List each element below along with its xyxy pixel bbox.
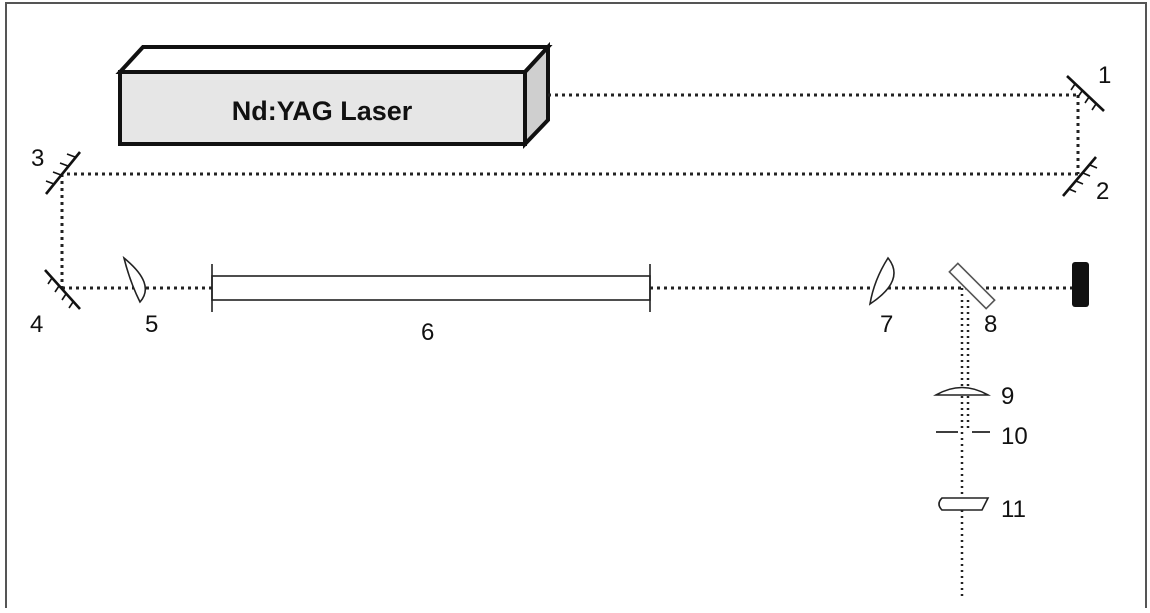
mirror-3-hatch	[66, 153, 76, 158]
mirror-2-hatch	[1075, 180, 1084, 185]
label-8: 8	[984, 311, 997, 338]
lens-9	[933, 386, 991, 396]
component-labels: 1 2 3 4 5 6 7 8 9 10 11	[30, 62, 1111, 523]
mirror-2-surface	[1062, 156, 1097, 197]
label-4: 4	[30, 311, 43, 338]
mirror-4	[44, 269, 81, 310]
label-2: 2	[1096, 178, 1109, 205]
laser-label: Nd:YAG Laser	[232, 96, 413, 126]
mirror-3-hatch	[59, 162, 69, 167]
mirror-1-hatch	[1084, 96, 1090, 104]
mirror-2-hatch	[1089, 164, 1098, 169]
fiber-coupler-11	[938, 497, 990, 511]
laser-top-face	[115, 45, 553, 74]
mirror-4-hatch	[54, 285, 60, 293]
label-7: 7	[880, 311, 893, 338]
beam-splitter-8	[948, 262, 996, 310]
mirror-4-hatch	[61, 293, 67, 301]
lens-5	[122, 255, 147, 304]
mirror-1-hatch	[1077, 90, 1083, 98]
mirror-4-surface	[44, 269, 81, 310]
nd-yag-laser: Nd:YAG Laser	[115, 41, 553, 149]
mirror-2-hatch	[1068, 188, 1077, 193]
label-10: 10	[1001, 423, 1028, 450]
mirror-3	[44, 151, 82, 195]
mirror-3-hatch	[45, 180, 55, 185]
mirror-1-hatch	[1091, 103, 1097, 111]
mirror-3-hatch	[52, 171, 62, 176]
label-6: 6	[421, 319, 434, 346]
label-1: 1	[1098, 62, 1111, 89]
label-3: 3	[31, 145, 44, 172]
mirror-1	[1066, 75, 1105, 112]
mirror-2	[1062, 156, 1098, 197]
mirror-2-hatch	[1082, 172, 1091, 177]
mirror-4-hatch	[47, 277, 53, 285]
sample-cell-6	[211, 264, 651, 312]
mirror-3-surface	[44, 151, 82, 195]
sample-cell-body	[211, 275, 651, 301]
mirror-1-surface	[1066, 75, 1105, 112]
label-5: 5	[145, 311, 158, 338]
mirror-4-hatch	[68, 301, 74, 309]
laser-front-face	[118, 70, 527, 146]
label-11: 11	[1001, 496, 1026, 523]
lens-7	[868, 256, 895, 306]
mirror-1-hatch	[1070, 83, 1076, 91]
beam-dump	[1072, 262, 1089, 307]
label-9: 9	[1001, 383, 1014, 410]
